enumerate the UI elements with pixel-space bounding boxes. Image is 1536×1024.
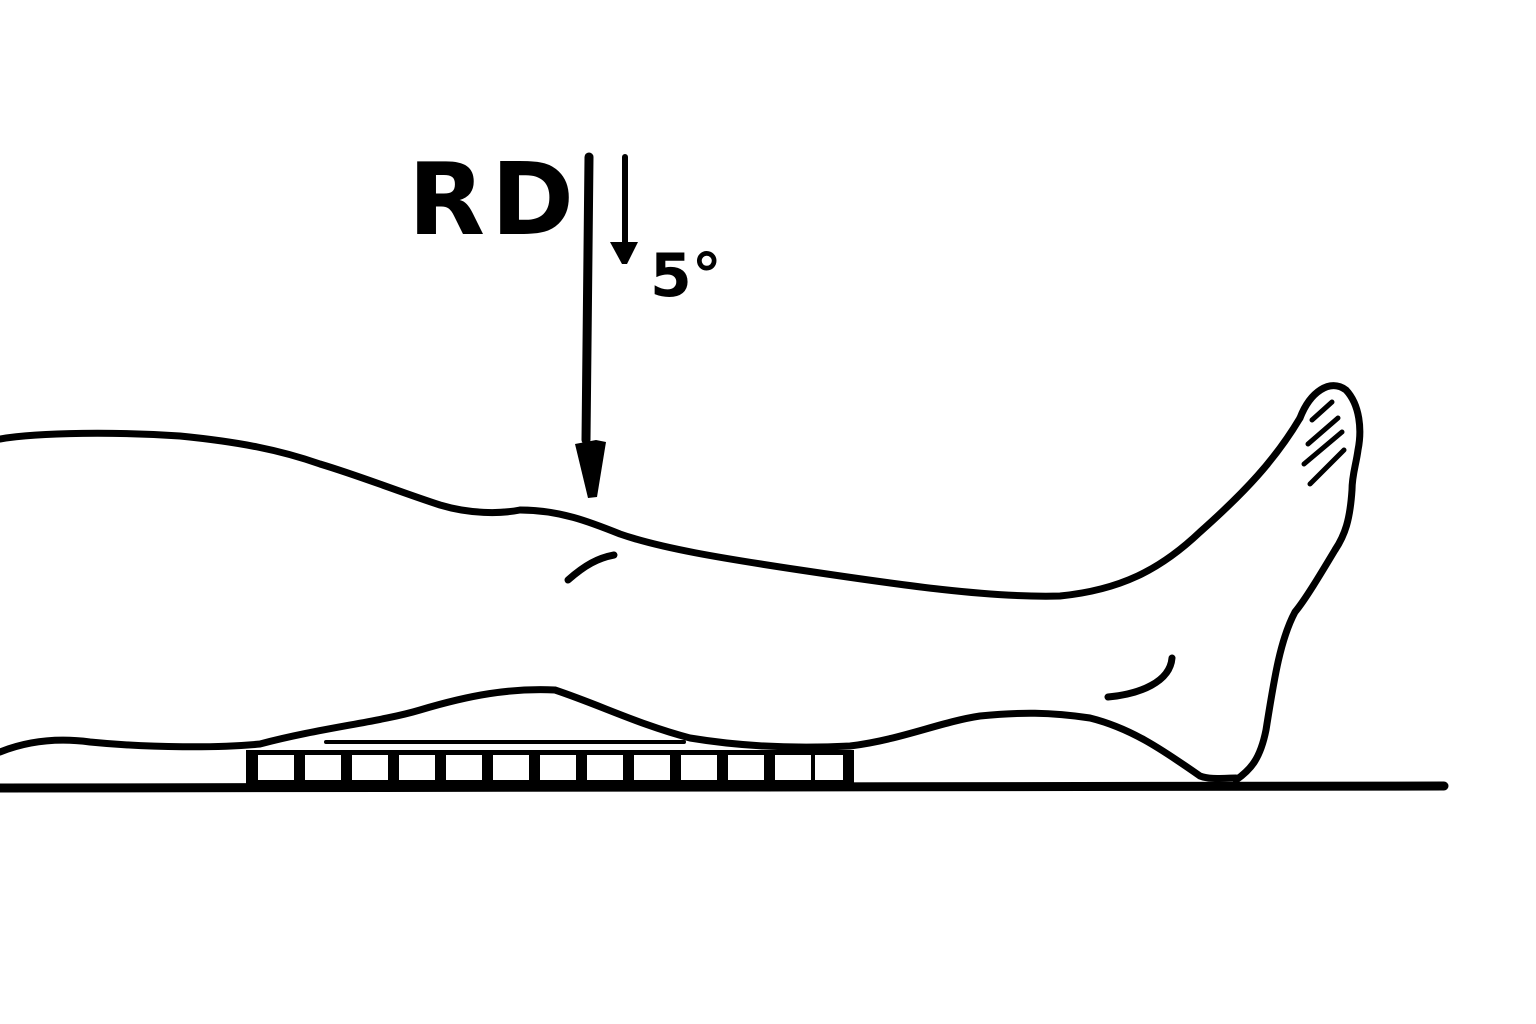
rd-label: RD (408, 141, 580, 258)
toe-line-2 (1305, 415, 1341, 447)
angle-label: 5° (650, 241, 722, 311)
toe-line-4 (1307, 447, 1347, 487)
knee-crease-mark (564, 551, 618, 584)
ankle-mark (1104, 654, 1176, 701)
foot-outline (1232, 382, 1364, 784)
toe-line-3 (1301, 429, 1345, 467)
image-receptor-segmented-bar (246, 750, 854, 786)
table-surface-line (0, 781, 1449, 793)
leg-bottom-outline (0, 686, 1240, 782)
toe-line-1 (1309, 399, 1335, 423)
leg-top-outline (0, 414, 1304, 600)
angle-indicator-arrow-icon (610, 154, 638, 264)
central-ray-arrow-icon (575, 152, 606, 498)
